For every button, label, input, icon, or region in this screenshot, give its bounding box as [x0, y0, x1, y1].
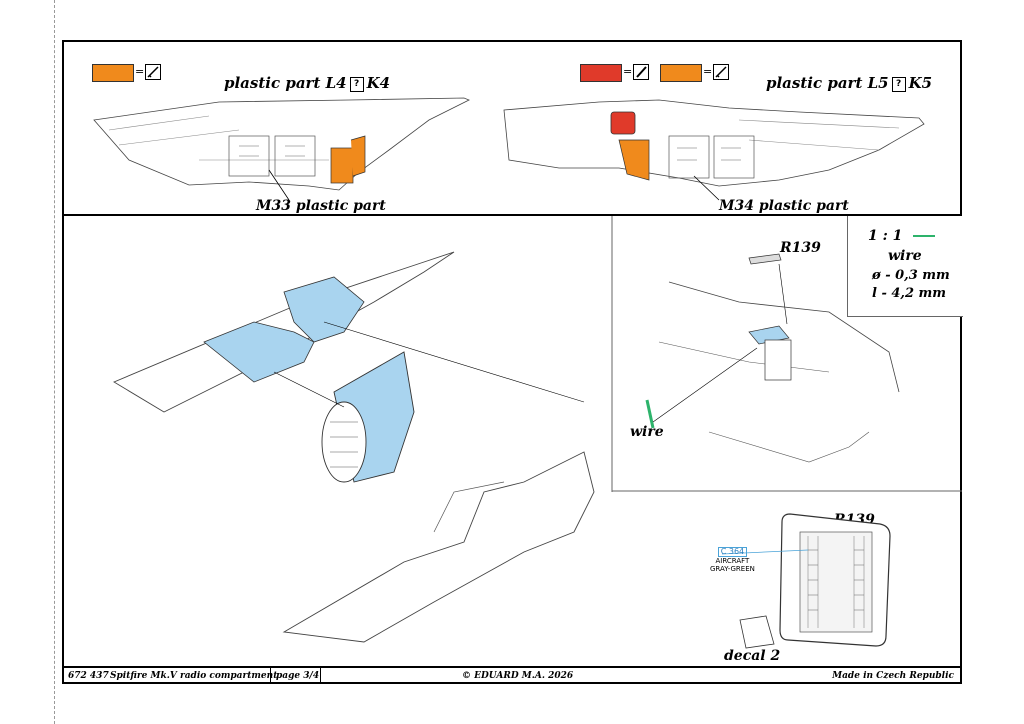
color-name-1: AIRCRAFT [715, 557, 750, 565]
spec-item: wire [888, 248, 922, 264]
color-code: C 364 [717, 547, 748, 557]
fuselage-left-drawing [93, 97, 470, 201]
color-code-label: C 364 AIRCRAFT GRAY-GREEN [710, 547, 755, 573]
legend-equals: = [135, 65, 145, 78]
title-l5-k5: plastic part L5?K5 [766, 74, 933, 92]
spec-length: l - 4,2 mm [872, 286, 947, 301]
fuselage-assembly-drawing [113, 251, 595, 643]
fuselage-right-drawing [503, 99, 925, 201]
panel-divider [64, 214, 960, 216]
wire-label: wire [630, 424, 664, 440]
footer-copyright: © EDUARD M.A. 2026 [462, 671, 574, 681]
orange-swatch-2 [660, 64, 702, 82]
detail-part-r139: R139 [780, 240, 821, 256]
footer-separator [320, 668, 321, 684]
detail-frame-bottom [612, 490, 962, 492]
cut-line [54, 0, 55, 724]
footer-page: page 3/4 [276, 671, 320, 681]
footer-title: Spitfire Mk.V radio compartment [110, 671, 278, 681]
pencil-icon [633, 64, 649, 80]
title-l4-k4: plastic part L4?K4 [224, 74, 391, 92]
color-name-2: GRAY-GREEN [710, 565, 755, 573]
decal-label: decal 2 [724, 648, 781, 664]
r139-frame-drawing [721, 513, 891, 647]
footer-origin: Made in Czech Republic [832, 671, 954, 681]
callout-m34: M34 plastic part [719, 198, 849, 214]
footer-separator [270, 668, 271, 684]
radio-detail-drawing [645, 253, 900, 463]
spec-scale: 1 : 1 [868, 228, 936, 244]
footer-code: 672 437 [68, 671, 109, 681]
legend-equals: = [623, 65, 633, 78]
detail-frame-left [611, 216, 613, 492]
footer-bar: 672 437 Spitfire Mk.V radio compartment … [64, 668, 960, 684]
legend-equals: = [703, 65, 713, 78]
brush-icon [145, 64, 161, 80]
red-swatch [580, 64, 622, 82]
callout-m33: M33 plastic part [256, 198, 386, 214]
wire-sample [913, 235, 936, 237]
instruction-sheet: = plastic part L4?K4 M33 plastic part = … [62, 40, 963, 684]
green-wire [645, 399, 655, 429]
footer-divider [64, 666, 960, 668]
brush-icon [713, 64, 729, 80]
decal-outline [739, 615, 775, 649]
orange-swatch [92, 64, 134, 82]
wire-spec-box: 1 : 1 wire ø - 0,3 mm l - 4,2 mm [847, 216, 963, 317]
spec-diameter: ø - 0,3 mm [872, 268, 950, 283]
